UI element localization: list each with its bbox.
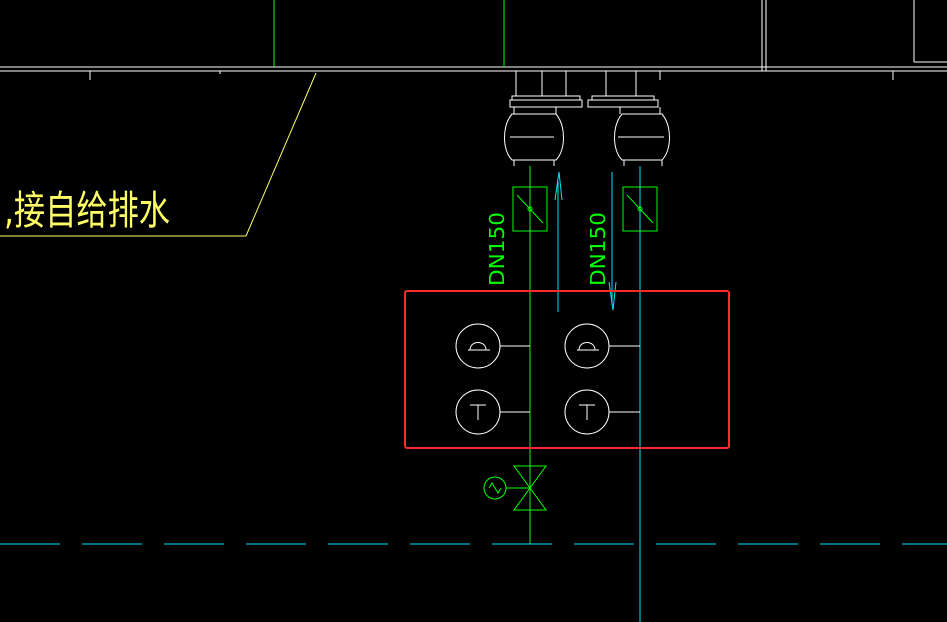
pressure-gauge-right xyxy=(564,323,640,369)
vertical-pipes xyxy=(529,166,641,622)
pipe-size-label-left: DN150 xyxy=(485,212,509,286)
top-structure xyxy=(0,0,947,80)
motorized-valve xyxy=(483,465,547,511)
pump-assembly-right xyxy=(587,71,670,166)
note-leader xyxy=(0,72,317,237)
thermometer-left xyxy=(455,389,530,435)
flow-arrow-up xyxy=(554,171,563,201)
pipe-size-label-right: DN150 xyxy=(586,212,610,286)
thermometer-right xyxy=(564,389,640,435)
pump-assembly-left xyxy=(504,71,583,166)
check-valve-right xyxy=(622,186,658,232)
note-text: ,接自给排水 xyxy=(4,188,170,234)
highlight-box xyxy=(404,290,730,449)
check-valve-left xyxy=(512,186,548,232)
pressure-gauge-left xyxy=(455,323,530,369)
